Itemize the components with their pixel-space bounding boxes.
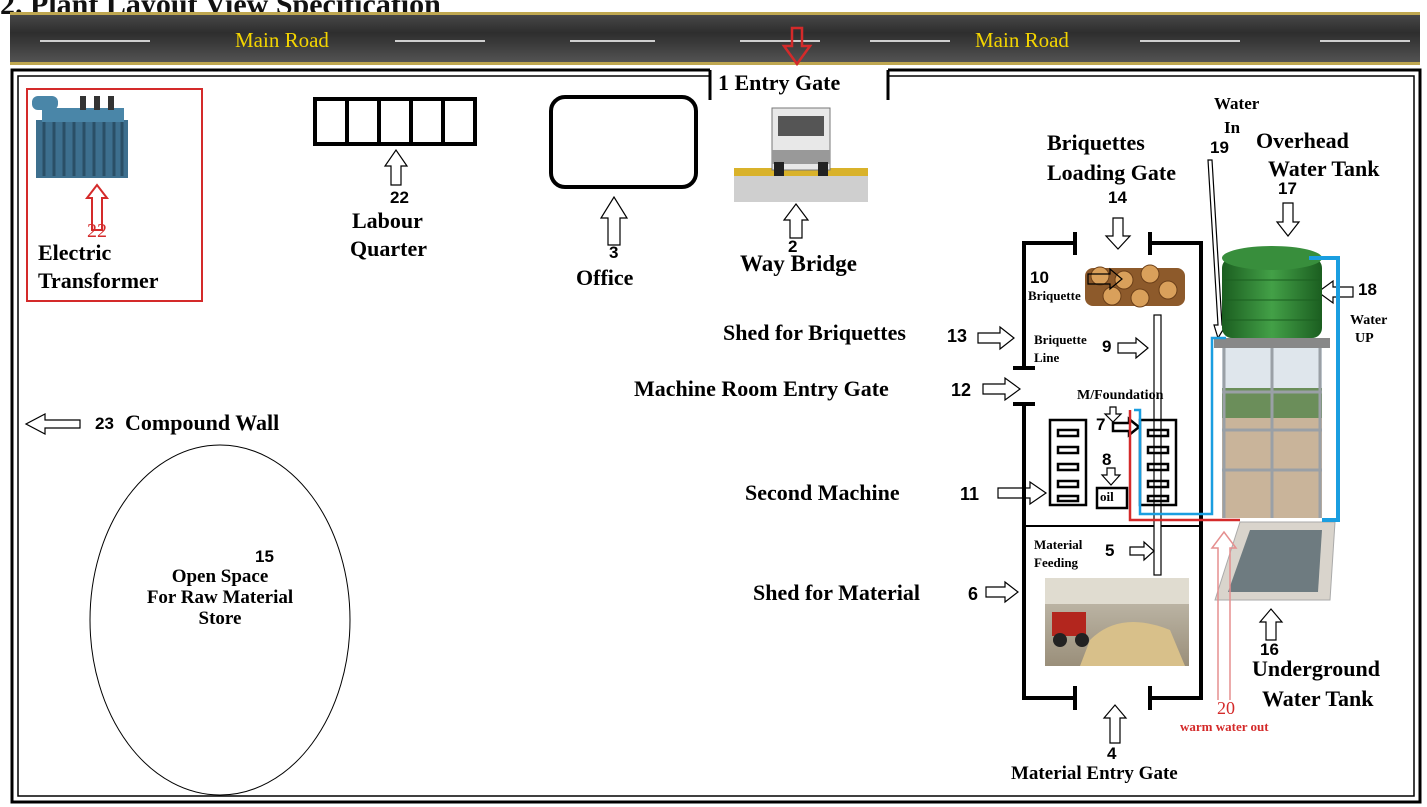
second-machine-label: Second Machine (745, 480, 900, 505)
briquette-line (1153, 314, 1162, 576)
road-label-right: Main Road (975, 28, 1069, 52)
briquette-line-label-1: Briquette (1034, 332, 1087, 347)
way-bridge-icon (734, 107, 868, 202)
second-machine-num: 11 (960, 484, 980, 504)
water-up-num: 18 (1358, 280, 1377, 299)
warm-water-label: warm water out (1180, 719, 1269, 734)
road-dash (395, 40, 485, 42)
warm-water-pipe (1128, 410, 1240, 522)
shed-building (1013, 232, 1203, 710)
water-in-label-1: Water (1214, 94, 1260, 113)
underground-tank-icon (1214, 521, 1336, 601)
label-arrows (977, 159, 1354, 744)
transformer-num: 22 (87, 220, 107, 242)
briquette-line-num: 9 (1102, 337, 1112, 356)
open-space-label-3: Store (198, 608, 242, 629)
way-bridge-label: Way Bridge (740, 251, 857, 276)
shed-material-num: 6 (968, 584, 979, 604)
loading-gate-num: 14 (1108, 188, 1127, 207)
second-machine-icon (1048, 418, 1088, 507)
compound-arrow-icon (24, 413, 81, 435)
office-label: Office (576, 265, 634, 290)
briquettes-icon (1085, 264, 1185, 308)
labour-label-2: Quarter (350, 236, 427, 261)
transformer-box (26, 88, 203, 302)
compound-wall-inner (17, 75, 1415, 797)
blue-pipe (1309, 256, 1340, 522)
compound-label: Compound Wall (125, 410, 280, 435)
transformer-label-2: Transformer (38, 268, 159, 293)
open-space-label-2: For Raw Material (146, 587, 294, 608)
briquette-line-label-2: Line (1034, 350, 1060, 365)
oil-num: 8 (1102, 450, 1112, 469)
labour-label-1: Labour (352, 208, 423, 233)
blue-pipe-thin (1134, 336, 1226, 516)
oil-box (1095, 486, 1129, 510)
office-arrow-icon (599, 195, 629, 246)
material-entry-label: Material Entry Gate (1011, 763, 1178, 784)
water-in-label-2: In (1224, 118, 1241, 137)
machine-room-gate-label: Machine Room Entry Gate (634, 376, 889, 401)
loading-gate-label-1: Briquettes (1047, 130, 1145, 155)
compound-num: 23 (95, 414, 114, 433)
road-edge-bottom (10, 62, 1420, 65)
entry-gate-label: 1 Entry Gate (712, 70, 847, 96)
transformer-label-1: Electric (38, 240, 112, 265)
overhead-tank-icon (1214, 246, 1330, 518)
labour-quarter-icon (313, 97, 477, 146)
overhead-label-1: Overhead (1256, 128, 1349, 153)
road-dash (1320, 40, 1410, 42)
office-icon (549, 95, 698, 189)
water-up-label-1: Water (1350, 313, 1388, 328)
shed-briquettes-num: 13 (947, 326, 968, 346)
road-dash (570, 40, 655, 42)
material-feeding-picture (1045, 578, 1189, 666)
machine-room-gate-num: 12 (951, 380, 972, 400)
main-road (10, 12, 1420, 64)
transformer-arrow-icon (84, 183, 110, 231)
water-up-label-2: UP (1355, 331, 1374, 346)
main-machine-icon (1138, 418, 1178, 507)
underground-label-2: Water Tank (1262, 686, 1374, 711)
shed-briquettes-label: Shed for Briquettes (723, 320, 906, 345)
transformer-icon (32, 96, 128, 178)
warm-water-arrow-icon (1210, 530, 1238, 700)
m-foundation-label: M/Foundation (1077, 388, 1164, 403)
briquette-label: Briquette (1028, 288, 1081, 303)
underground-num: 16 (1260, 640, 1279, 659)
way-bridge-num: 2 (788, 237, 798, 256)
material-feeding-label-2: Feeding (1034, 555, 1079, 570)
oil-label: oil (1100, 489, 1114, 504)
overhead-label-2: Water Tank (1268, 156, 1380, 181)
entry-arrow-icon (781, 26, 813, 67)
road-dash (1140, 40, 1240, 42)
road-dash (870, 40, 950, 42)
water-in-num: 19 (1210, 138, 1229, 157)
open-space-circle (89, 444, 351, 796)
labour-num: 22 (390, 188, 409, 207)
material-entry-num: 4 (1107, 744, 1117, 763)
shed-material-label: Shed for Material (753, 580, 921, 605)
labour-arrow-icon (383, 148, 409, 186)
underground-label-1: Underground (1252, 656, 1380, 681)
material-feeding-num: 5 (1105, 541, 1115, 560)
road-dash (40, 40, 150, 42)
warm-water-num: 20 (1217, 698, 1235, 718)
overhead-num: 17 (1278, 179, 1297, 198)
loading-gate-label-2: Loading Gate (1047, 160, 1176, 185)
briquette-num: 10 (1030, 268, 1049, 287)
m-foundation-num: 7 (1096, 415, 1106, 434)
material-feeding-label-1: Material (1034, 537, 1083, 552)
road-dash (740, 40, 820, 42)
office-num: 3 (609, 243, 619, 262)
compound-wall (10, 68, 1422, 804)
open-space-label-1: Open Space (171, 566, 269, 587)
road-label-left: Main Road (235, 28, 329, 52)
open-space-num: 15 (255, 547, 274, 566)
road-edge-top (10, 12, 1420, 15)
way-bridge-arrow-icon (782, 203, 810, 239)
